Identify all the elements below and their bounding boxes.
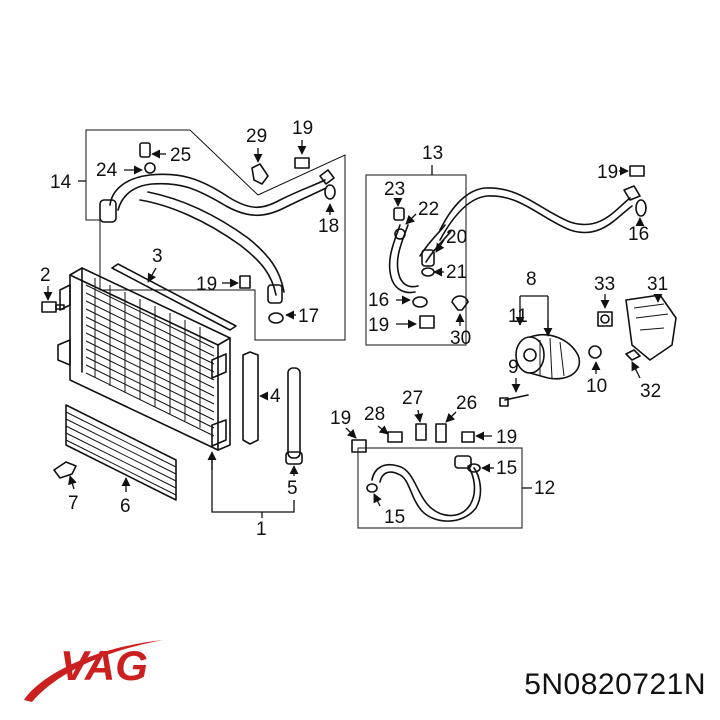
callout-26: 26 [456, 393, 477, 414]
callout-24: 24 [96, 160, 118, 181]
callout-22: 22 [418, 199, 439, 220]
callout-23: 23 [384, 179, 405, 200]
callout-19-b: 19 [196, 274, 217, 295]
callout-16-a: 16 [628, 224, 649, 245]
callout-9: 9 [508, 357, 519, 378]
condenser-fins [85, 278, 215, 437]
callout-33: 33 [594, 274, 615, 295]
bolts-19-26-27-28 [351, 423, 475, 453]
callout-32: 32 [640, 381, 661, 402]
callout-2: 2 [40, 265, 51, 286]
callout-11: 11 [508, 306, 528, 327]
callout-16-b: 16 [368, 290, 389, 311]
callout-10: 10 [586, 376, 607, 397]
callout-27: 27 [402, 388, 423, 409]
callout-19-c: 19 [597, 162, 618, 183]
callout-18: 18 [318, 216, 339, 237]
callout-13: 13 [422, 143, 443, 164]
callout-12: 12 [534, 478, 555, 499]
callouts-group-13: 13 19 16 23 22 20 21 16 19 30 [368, 143, 649, 349]
callout-31: 31 [647, 274, 668, 295]
callout-8: 8 [526, 269, 537, 290]
callouts-condenser: 2 3 4 5 6 7 1 [40, 246, 299, 540]
callout-5: 5 [287, 478, 298, 499]
logo-text: VAG [60, 642, 148, 689]
callouts-group-12: 19 28 27 26 19 15 12 15 [330, 388, 555, 528]
condenser-assembly [41, 263, 303, 501]
callout-20: 20 [446, 227, 467, 248]
callout-15-b: 15 [384, 507, 405, 528]
callouts-heat-shield: 33 31 32 [594, 274, 668, 402]
callout-7: 7 [68, 493, 79, 514]
callout-6: 6 [120, 496, 131, 517]
callouts-compressor: 8 11 9 10 [508, 269, 607, 397]
callout-4: 4 [270, 386, 281, 407]
callout-19-e: 19 [330, 408, 351, 429]
callouts-group-14: 14 24 25 29 19 18 19 17 [50, 118, 339, 327]
callout-17: 17 [298, 306, 319, 327]
part-number: 5N0820721N [524, 668, 706, 701]
callout-19-a: 19 [292, 118, 313, 139]
callout-1: 1 [256, 519, 267, 540]
callout-15-a: 15 [496, 458, 517, 479]
vag-logo: VAG [24, 640, 163, 702]
callout-21: 21 [446, 262, 467, 283]
hose-group-12 [357, 447, 523, 529]
callout-29: 29 [246, 126, 267, 147]
callout-25: 25 [170, 145, 191, 166]
callout-30: 30 [450, 328, 471, 349]
callout-19-d: 19 [368, 315, 389, 336]
hose-group-14 [85, 129, 346, 341]
callout-14: 14 [50, 172, 72, 193]
callout-19-f: 19 [496, 427, 517, 448]
callout-3: 3 [152, 246, 163, 267]
callout-28: 28 [364, 404, 385, 425]
heat-shield-assembly [597, 294, 677, 361]
hose-group-13 [365, 165, 647, 346]
